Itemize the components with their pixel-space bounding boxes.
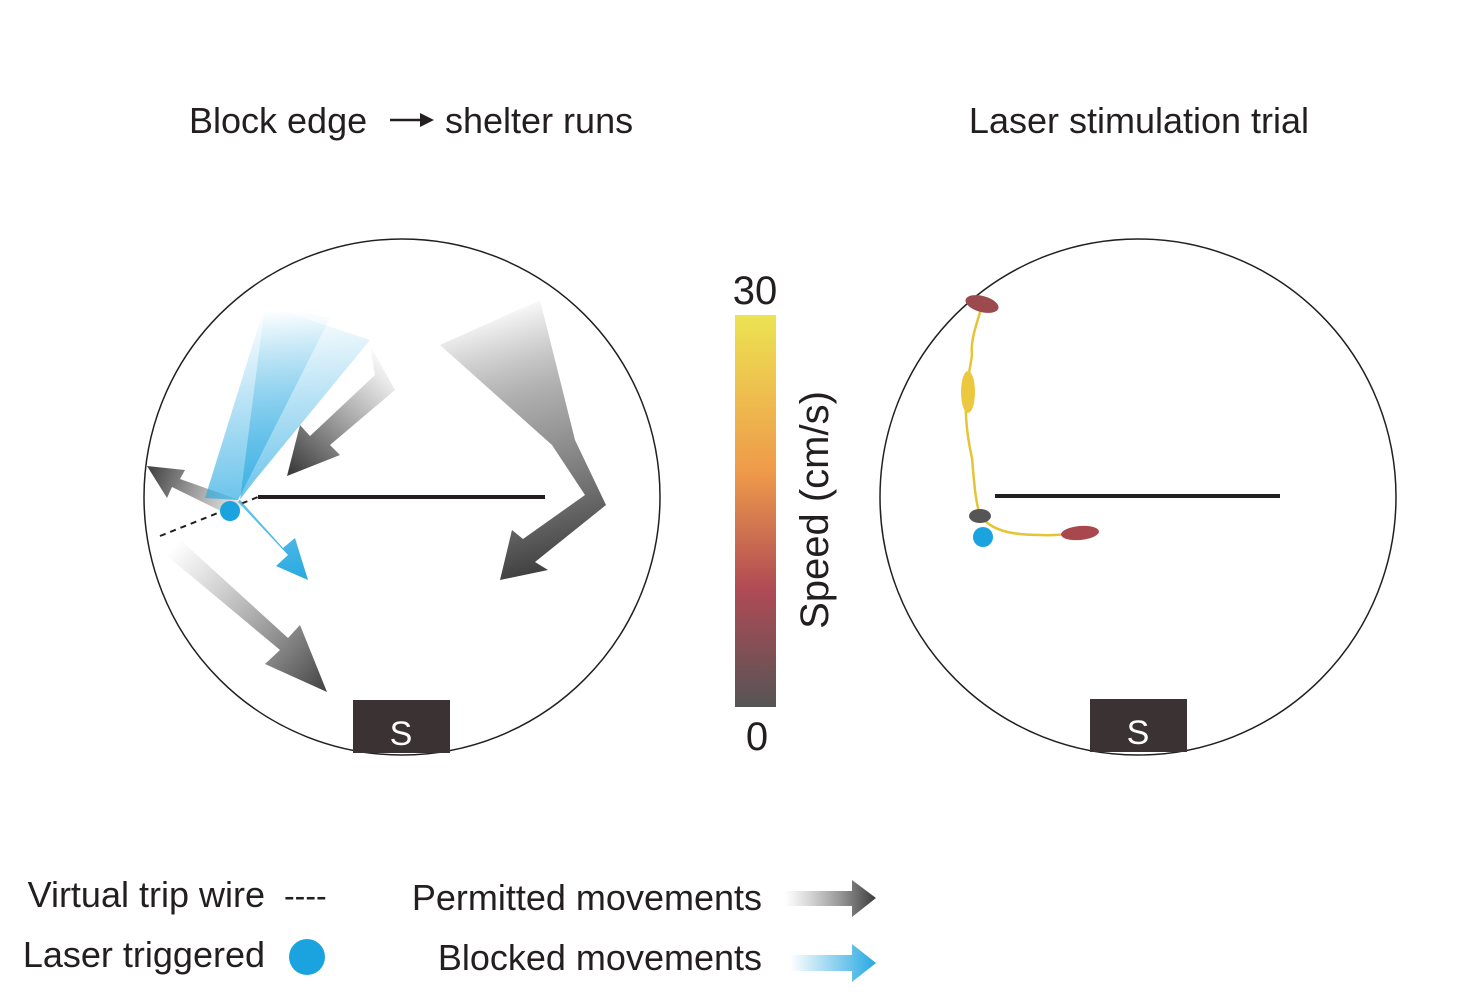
left-panel: Block edge shelter runs S — [143, 100, 661, 756]
legend: Virtual trip wire ---- Laser triggered P… — [23, 874, 876, 982]
permitted-movement-arrow-to-shelter — [160, 535, 327, 692]
right-laser-triggered-dot — [973, 527, 993, 547]
left-arena-circle — [143, 238, 661, 756]
left-shelter — [353, 700, 450, 753]
legend-laser-dot-icon — [289, 939, 325, 975]
right-panel: Laser stimulation trial S — [879, 100, 1397, 756]
mouse-snapshot-stop — [969, 509, 991, 523]
legend-blocked-arrow-icon — [790, 944, 876, 982]
legend-permitted-label: Permitted movements — [412, 877, 762, 918]
right-arena-circle — [879, 238, 1397, 756]
speed-colorbar: 30 0 Speed (cm/s) — [733, 269, 837, 759]
legend-trip-wire-symbol: ---- — [284, 878, 327, 914]
trajectory-trace — [964, 305, 1091, 537]
permitted-movement-arrow-left — [147, 466, 245, 518]
legend-trip-wire-label: Virtual trip wire — [28, 874, 265, 915]
colorbar-min-label: 0 — [746, 715, 768, 759]
left-panel-title-part2: shelter runs — [445, 100, 633, 141]
legend-blocked-label: Blocked movements — [438, 937, 762, 978]
colorbar-axis-label: Speed (cm/s) — [793, 391, 837, 629]
mouse-snapshot-start — [965, 295, 999, 313]
legend-permitted-arrow-icon — [785, 880, 876, 917]
mouse-snapshot-end — [1061, 525, 1099, 541]
left-panel-title-part1: Block edge — [189, 100, 367, 141]
right-panel-title: Laser stimulation trial — [969, 100, 1309, 141]
permitted-movement-arrow-large — [440, 300, 606, 580]
mouse-snapshot-fast — [961, 371, 975, 413]
right-shelter-label: S — [1127, 714, 1150, 752]
permitted-movement-arrow-middle — [287, 345, 395, 476]
colorbar-gradient — [735, 315, 776, 707]
laser-triggered-dot — [220, 501, 240, 521]
right-shelter — [1090, 699, 1187, 752]
left-shelter-label: S — [390, 715, 413, 753]
legend-laser-label: Laser triggered — [23, 934, 265, 975]
title-arrow-icon — [390, 113, 434, 127]
colorbar-max-label: 30 — [733, 269, 778, 313]
